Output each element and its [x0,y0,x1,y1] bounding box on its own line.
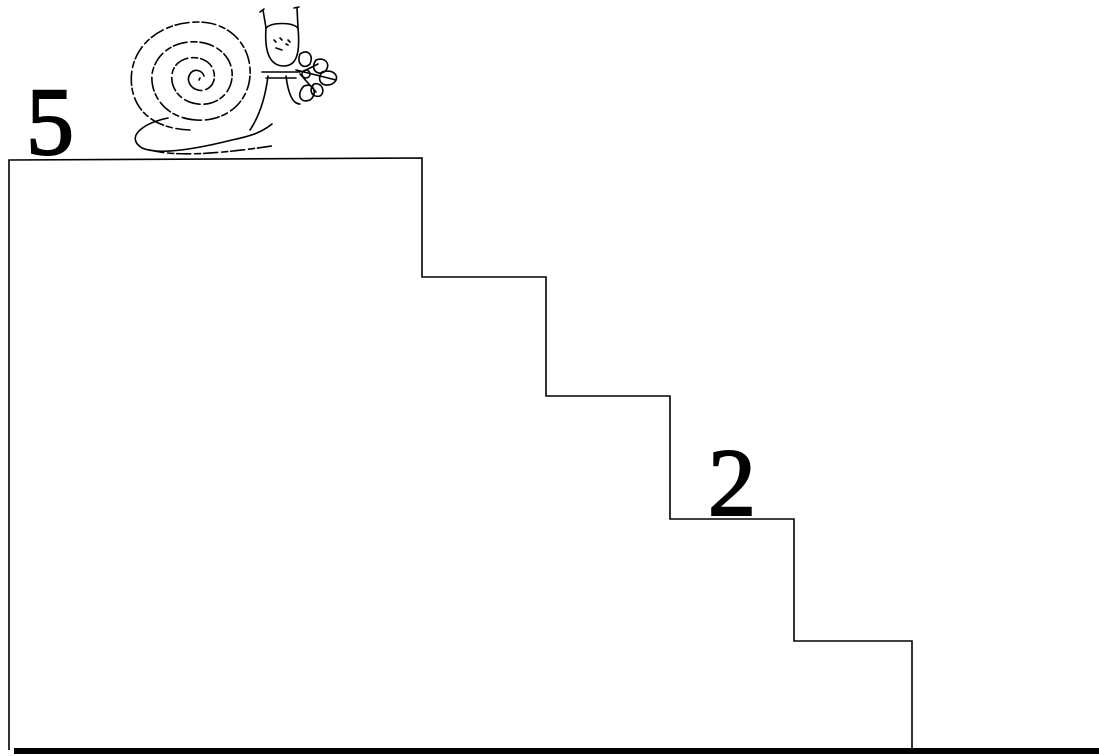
step-label-top: 5 [26,68,74,175]
snail-body [135,118,272,151]
snail-shell [131,22,250,130]
flower-bouquet [296,52,337,101]
snail-head [260,7,300,78]
snail-illustration [131,7,336,154]
step-label-middle: 2 [708,429,756,536]
ground-line [14,748,1099,754]
staircase-outline [9,158,912,750]
